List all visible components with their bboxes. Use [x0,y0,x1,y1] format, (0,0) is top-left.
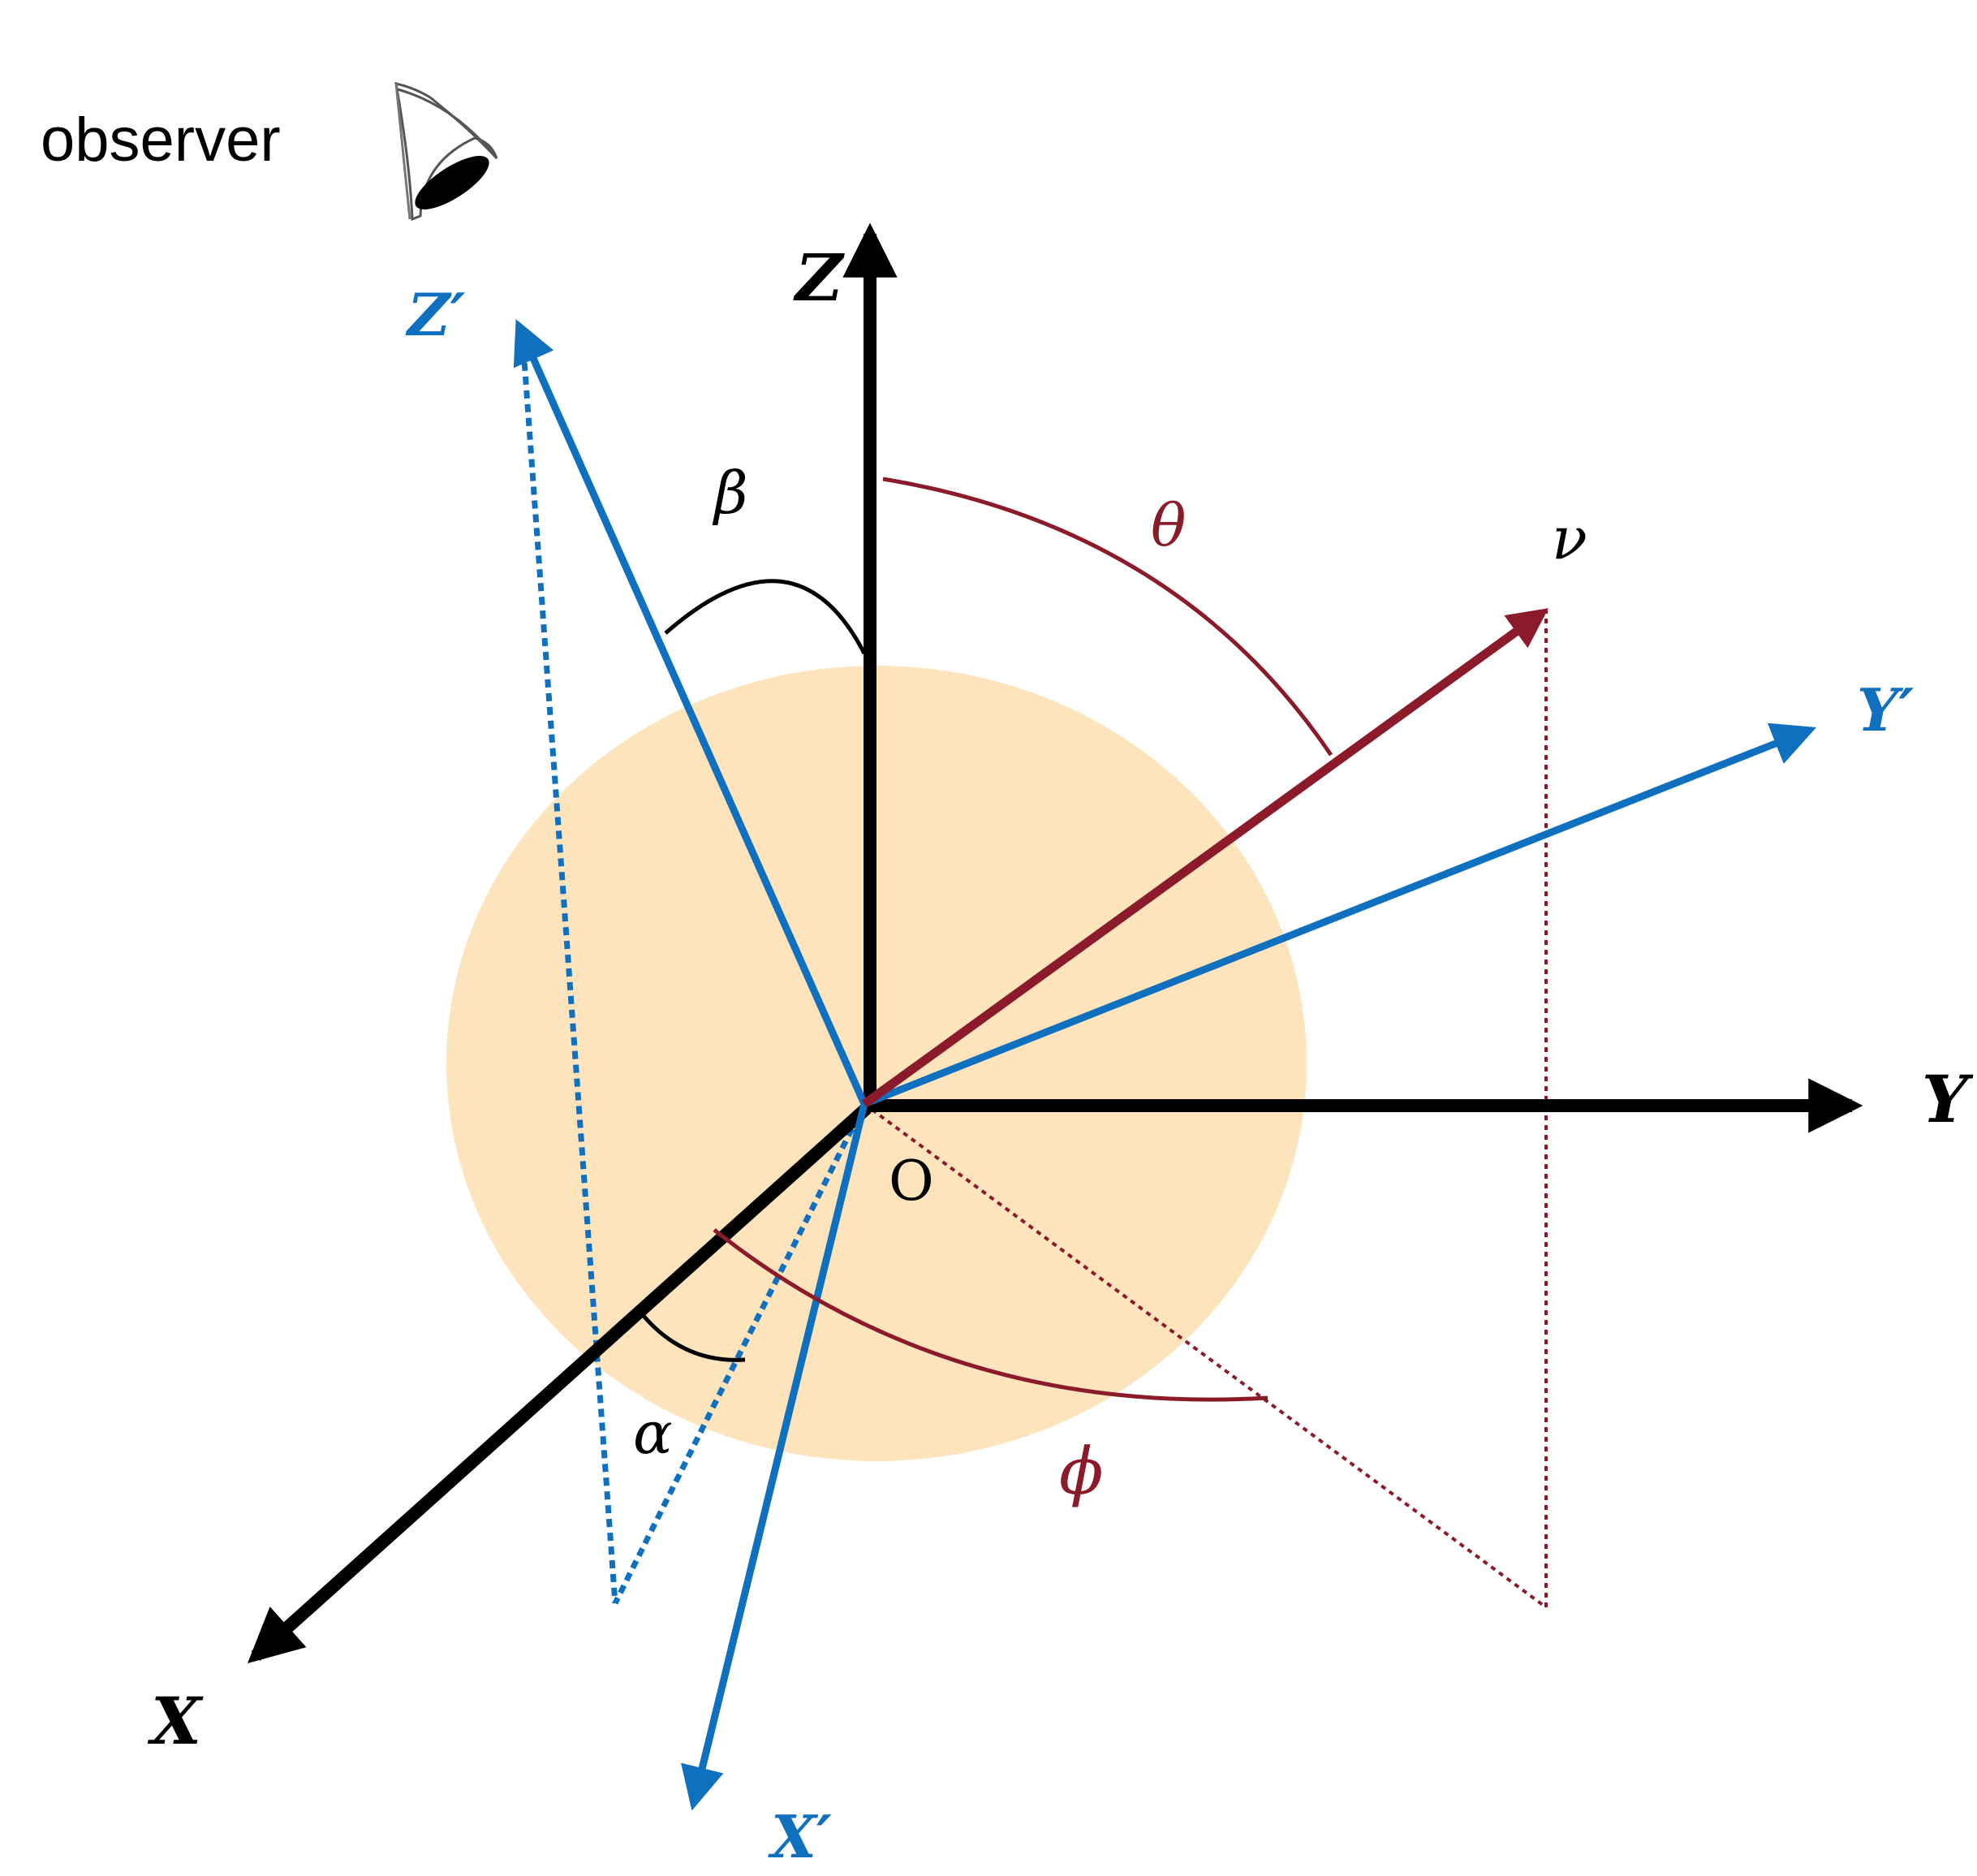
theta-label: θ [1151,491,1186,559]
alpha-angle-arc [638,1309,746,1362]
z-prime-projection-line [520,348,618,1604]
y-axis-label: Y [1922,1061,1974,1137]
nu-label: ν [1552,504,1587,572]
x-axis [247,1103,872,1663]
y-prime-label: Y′ [1857,675,1914,744]
phi-angle-arc [713,1228,1268,1402]
phi-label: ϕ [1059,1434,1104,1509]
nu-vector [861,608,1549,1108]
origin-label: O [889,1149,934,1214]
y-prime-axis [863,722,1817,1108]
theta-angle-arc [882,477,1333,757]
x-axis-label: X [147,1683,204,1759]
alpha-label: α [633,1399,673,1467]
x-prime-axis [681,1102,868,1811]
observer-label: observer [41,106,281,175]
z-prime-label: Z′ [405,280,466,349]
z-prime-ground-projection-line [612,1102,868,1605]
z-prime-axis [513,319,868,1106]
beta-angle-arc [664,579,867,655]
beta-label: β [712,459,748,527]
eye-icon [394,82,498,222]
z-axis-label: Z [793,239,845,316]
x-prime-label: X′ [768,1802,832,1871]
